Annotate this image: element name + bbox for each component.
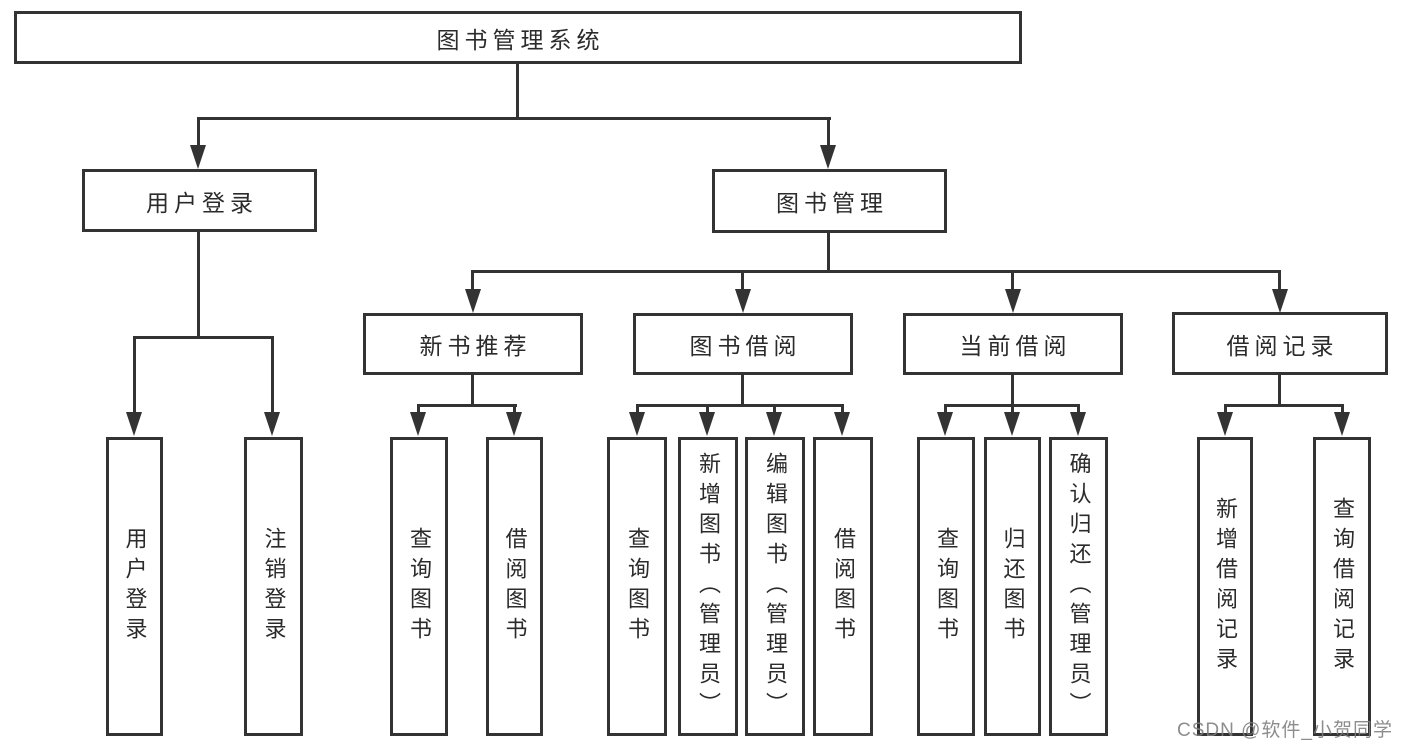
connector-drop-cb-query [944, 404, 947, 416]
connector-userlogin-stem [197, 230, 200, 339]
arrowhead-nbr-borrow [506, 412, 522, 436]
connector-drop-current-borrow [1011, 270, 1014, 292]
connector-bb-stem [741, 373, 744, 407]
watermark: CSDN @软件_小贺同学 [1177, 720, 1393, 741]
arrowhead-br-query [1334, 412, 1350, 436]
arrowhead-cb-return [1004, 412, 1020, 436]
connector-drop-bb-add [706, 404, 709, 416]
connector-drop-user-login [197, 117, 200, 148]
node-new-book-rec: 新书推荐 [363, 313, 583, 375]
connector-level2-branch [197, 117, 831, 120]
arrowhead-leaf-logout [264, 412, 280, 436]
connector-root-stem [516, 62, 519, 120]
connector-bookmgmt-stem [827, 231, 830, 273]
connector-drop-borrow-record [1278, 270, 1281, 292]
arrowhead-new-book-rec [465, 289, 481, 313]
leaf-bb-add-book: 新增图书（管理员） [678, 437, 738, 736]
connector-drop-book-borrow [741, 270, 744, 292]
arrowhead-nbr-query [410, 412, 426, 436]
leaf-bb-borrow-book: 借阅图书 [813, 437, 873, 736]
node-root: 图书管理系统 [14, 11, 1022, 64]
connector-drop-br-add [1224, 404, 1227, 416]
arrowhead-bb-add [699, 412, 715, 436]
node-user-login: 用户登录 [82, 169, 317, 232]
leaf-bb-query-book: 查询图书 [607, 437, 667, 736]
leaf-br-add-record: 新增借阅记录 [1197, 437, 1253, 736]
connector-br-branch [1224, 404, 1344, 407]
leaf-nbr-borrow-book: 借阅图书 [486, 437, 543, 736]
arrowhead-user-login [190, 145, 206, 169]
connector-drop-bb-edit [773, 404, 776, 416]
leaf-cb-return-book: 归还图书 [984, 437, 1041, 736]
arrowhead-borrow-record [1272, 289, 1288, 313]
arrowhead-cb-query [937, 412, 953, 436]
arrowhead-book-mgmt [820, 145, 836, 169]
arrowhead-book-borrow [735, 289, 751, 313]
leaf-nbr-query-book: 查询图书 [390, 437, 448, 736]
leaf-cb-confirm-return: 确认归还（管理员） [1049, 437, 1108, 736]
connector-drop-book-mgmt [827, 117, 830, 148]
connector-userlogin-branch [133, 336, 274, 339]
connector-drop-bb-borrow [841, 404, 844, 416]
connector-br-stem [1278, 373, 1281, 407]
arrowhead-cb-confirm [1070, 412, 1086, 436]
connector-bb-branch [636, 404, 844, 407]
connector-drop-nbr-borrow [513, 404, 516, 416]
node-current-borrow: 当前借阅 [903, 313, 1123, 375]
connector-drop-leaf-logout [271, 336, 274, 414]
node-borrow-record: 借阅记录 [1172, 312, 1388, 375]
connector-drop-leaf-user-login [133, 336, 136, 414]
leaf-logout: 注销登录 [244, 437, 303, 736]
arrowhead-current-borrow [1005, 289, 1021, 313]
leaf-bb-edit-book: 编辑图书（管理员） [745, 437, 805, 736]
leaf-br-query-record: 查询借阅记录 [1313, 437, 1371, 736]
arrowhead-br-add [1217, 412, 1233, 436]
arrowhead-bb-borrow [834, 412, 850, 436]
arrowhead-leaf-user-login [126, 412, 142, 436]
connector-nbr-branch [417, 404, 517, 407]
leaf-user-login: 用户登录 [106, 437, 163, 736]
connector-drop-cb-return [1011, 404, 1014, 416]
arrowhead-bb-query [629, 412, 645, 436]
connector-drop-br-query [1341, 404, 1344, 416]
connector-nbr-stem [471, 373, 474, 407]
node-book-mgmt: 图书管理 [712, 169, 947, 233]
leaf-cb-query-book: 查询图书 [917, 437, 975, 736]
connector-cb-stem [1011, 373, 1014, 407]
connector-drop-nbr-query [417, 404, 420, 416]
connector-level3-branch [471, 270, 1281, 273]
arrowhead-bb-edit [766, 412, 782, 436]
connector-drop-bb-query [636, 404, 639, 416]
connector-drop-cb-confirm [1077, 404, 1080, 416]
node-book-borrow: 图书借阅 [633, 313, 853, 375]
connector-drop-new-book-rec [471, 270, 474, 292]
